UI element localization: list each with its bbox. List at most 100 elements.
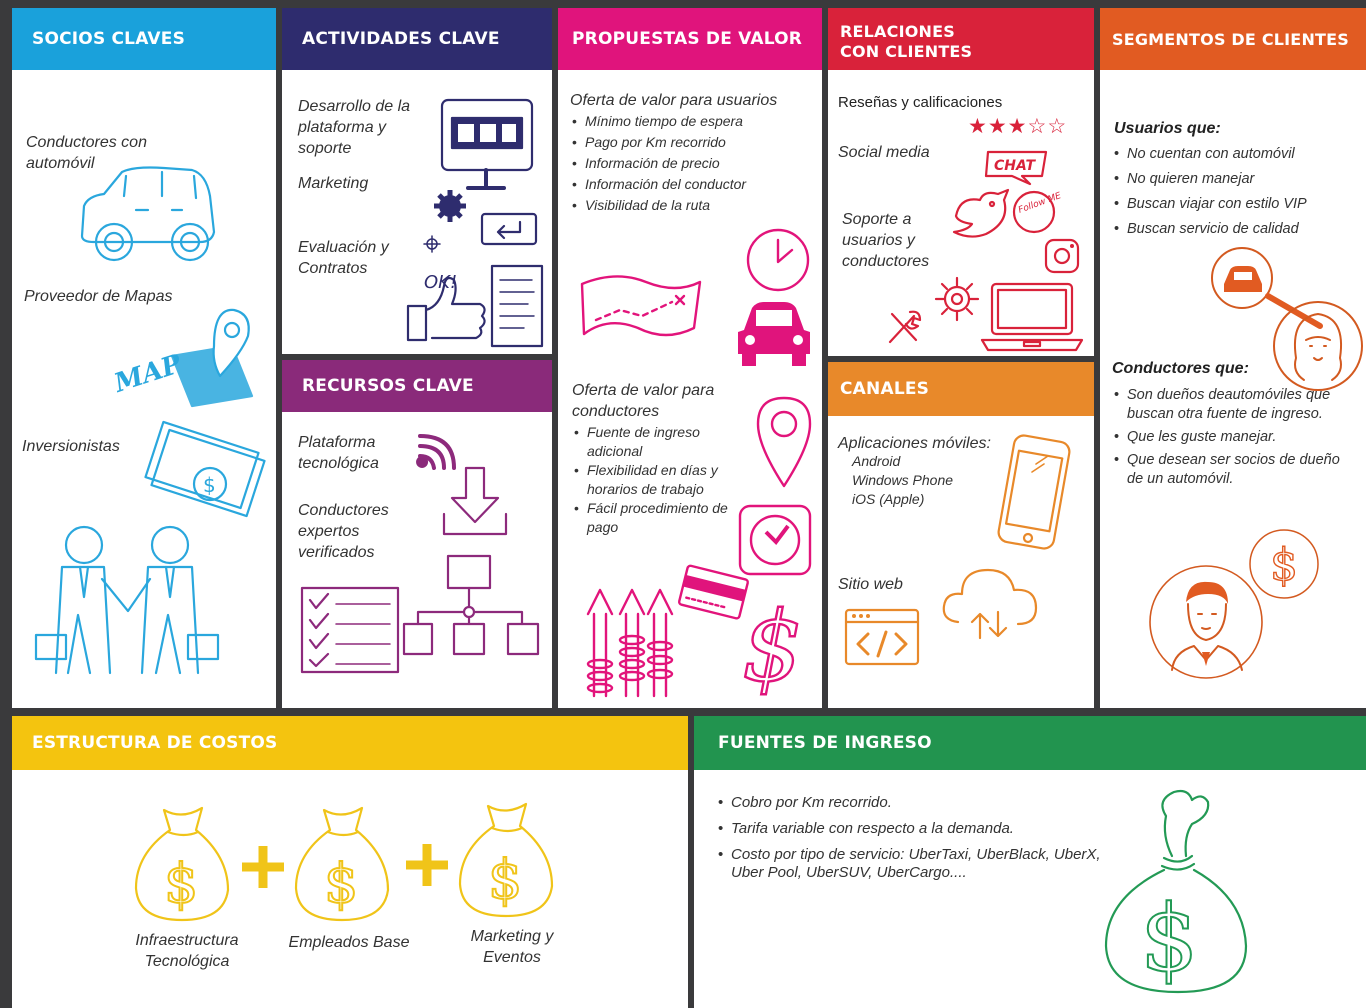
monitor-icon — [440, 98, 534, 190]
star-icon: ★ — [968, 115, 988, 138]
list-item: Información de precio — [572, 153, 812, 174]
star-icon: ☆ — [1027, 115, 1048, 138]
star-icon: ★ — [1007, 115, 1028, 138]
keyboard-icon — [480, 212, 538, 246]
star-icon: ☆ — [1047, 115, 1068, 138]
list-item: Son dueños deautomóviles que buscan otra… — [1114, 386, 1350, 424]
canales-item-web: Sitio web — [838, 576, 903, 593]
instagram-icon — [1044, 238, 1080, 274]
wall-clock-icon — [738, 504, 812, 576]
map-icon — [580, 275, 702, 337]
actividades-item-evaluacion: Evaluación y Contratos — [298, 239, 389, 277]
relaciones-item-social: Social media — [838, 144, 930, 161]
relaciones-title-line1: RELACIONES — [840, 22, 955, 41]
car-icon — [80, 166, 216, 262]
relaciones-clientes-panel: RELACIONES CON CLIENTES Reseñas y califi… — [828, 8, 1094, 356]
list-item: Visibilidad de la ruta — [572, 195, 812, 216]
fuentes-ingreso-header: FUENTES DE INGRESO — [694, 716, 1366, 770]
dollar-icon: $ — [741, 590, 804, 704]
fuentes-ingreso-panel: FUENTES DE INGRESO Cobro por Km recorrid… — [694, 716, 1366, 1008]
plus-icon — [406, 844, 448, 886]
car-front-icon — [738, 302, 810, 366]
list-item: No quieren manejar — [1114, 167, 1364, 192]
segmentos-usuarios-list: No cuentan con automóvil No quieren mane… — [1114, 142, 1364, 242]
list-item: Buscan servicio de calidad — [1114, 217, 1364, 242]
socios-item-inversionistas: Inversionistas — [22, 438, 120, 455]
code-window-icon — [844, 608, 920, 666]
propuestas-usuarios-list: Mínimo tiempo de espera Pago por Km reco… — [572, 111, 812, 216]
canales-panel: CANALES Aplicaciones móviles: Android Wi… — [828, 362, 1094, 708]
costos-item-infraestructura: Infraestructura Tecnológica — [135, 932, 239, 970]
relaciones-item-resenas: Reseñas y calificaciones — [838, 94, 1003, 111]
relaciones-item-soporte: Soporte a usuarios y conductores — [842, 211, 930, 270]
man-avatar-icon — [1149, 565, 1263, 679]
list-item: Android — [852, 453, 901, 469]
estructura-costos-panel: ESTRUCTURA DE COSTOS $ $ $ Infraestructu… — [12, 716, 688, 1008]
recursos-item-conductores: Conductores expertos verificados — [298, 502, 389, 561]
small-gear-icon — [423, 235, 441, 253]
actividades-item-desarrollo: Desarrollo de la plataforma y soporte — [298, 98, 411, 157]
actividades-clave-panel: ACTIVIDADES CLAVE Desarrollo de la plata… — [282, 8, 552, 354]
list-item: Que desean ser socios de dueño de un aut… — [1114, 451, 1350, 489]
list-item: Windows Phone — [852, 472, 954, 488]
recursos-clave-header: RECURSOS CLAVE — [282, 360, 552, 412]
svg-text:$: $ — [164, 852, 198, 915]
list-item: Costo por tipo de servicio: UberTaxi, Ub… — [718, 846, 1118, 882]
recursos-clave-panel: RECURSOS CLAVE Plataforma tecnológica Co… — [282, 360, 552, 708]
propuestas-conductores-heading: Oferta de valor para conductores — [572, 382, 715, 420]
smartphone-icon — [997, 434, 1071, 550]
tools-icon — [888, 310, 922, 344]
chat-icon: CHAT — [984, 150, 1048, 186]
svg-text:$: $ — [1270, 540, 1298, 591]
location-pin-icon — [756, 396, 812, 488]
relaciones-title-line2: CON CLIENTES — [840, 42, 973, 61]
socios-item-mapas: Proveedor de Mapas — [24, 288, 173, 305]
list-item: Mínimo tiempo de espera — [572, 111, 812, 132]
recursos-item-plataforma: Plataforma tecnológica — [298, 434, 379, 472]
search-line — [1265, 293, 1323, 329]
list-item: Flexibilidad en días y horarios de traba… — [574, 461, 750, 499]
support-gear-icon — [934, 276, 980, 322]
canales-apps-heading: Aplicaciones móviles: — [838, 435, 991, 452]
thumbs-up-icon: OK! — [406, 272, 486, 342]
actividades-item-marketing: Marketing — [298, 175, 369, 192]
follow-me-icon: Follow ME — [1012, 190, 1063, 234]
checklist-icon — [300, 586, 400, 674]
handshake-icon — [34, 525, 220, 675]
gear-icon — [434, 190, 466, 222]
twitter-bird-icon — [952, 188, 1010, 238]
segmentos-clientes-header: SEGMENTOS DE CLIENTES — [1100, 8, 1366, 70]
canales-header: CANALES — [828, 362, 1094, 416]
estructura-costos-header: ESTRUCTURA DE COSTOS — [12, 716, 688, 770]
money-bag-icon: $ — [294, 806, 390, 922]
list-item: Pago por Km recorrido — [572, 132, 812, 153]
woman-avatar-icon — [1273, 301, 1363, 391]
list-item: Que les guste manejar. — [1114, 428, 1350, 447]
svg-text:$: $ — [203, 473, 216, 497]
segmentos-clientes-panel: SEGMENTOS DE CLIENTES Usuarios que: No c… — [1100, 8, 1366, 708]
chat-text: CHAT — [994, 158, 1036, 174]
plus-icon — [242, 846, 284, 888]
svg-text:$: $ — [324, 852, 358, 915]
document-icon — [490, 264, 544, 348]
svg-text:$: $ — [1140, 885, 1199, 992]
money-bag-icon: $ — [134, 806, 230, 922]
list-item: Tarifa variable con respecto a la demand… — [718, 820, 1118, 838]
svg-text:$: $ — [742, 591, 803, 703]
wifi-icon — [416, 434, 456, 470]
svg-text:$: $ — [488, 848, 522, 911]
segmentos-conductores-list: Son dueños deautomóviles que buscan otra… — [1114, 386, 1350, 489]
list-item: Fuente de ingreso adicional — [574, 423, 750, 461]
socios-claves-panel: SOCIOS CLAVES Conductores con automóvil … — [12, 8, 276, 708]
org-chart-icon — [402, 554, 540, 656]
costos-item-empleados: Empleados Base — [288, 934, 410, 951]
list-item: No cuentan con automóvil — [1114, 142, 1364, 167]
money-bag-icon: $ — [1104, 789, 1248, 994]
dollar-circle-icon: $ — [1249, 529, 1319, 599]
ok-text: OK! — [424, 272, 457, 293]
clock-icon — [746, 228, 810, 292]
list-item: Buscan viajar con estilo VIP — [1114, 192, 1364, 217]
money-icon: $ — [144, 420, 266, 518]
card-icon — [678, 564, 749, 620]
list-item: Cobro por Km recorrido. — [718, 794, 1118, 812]
